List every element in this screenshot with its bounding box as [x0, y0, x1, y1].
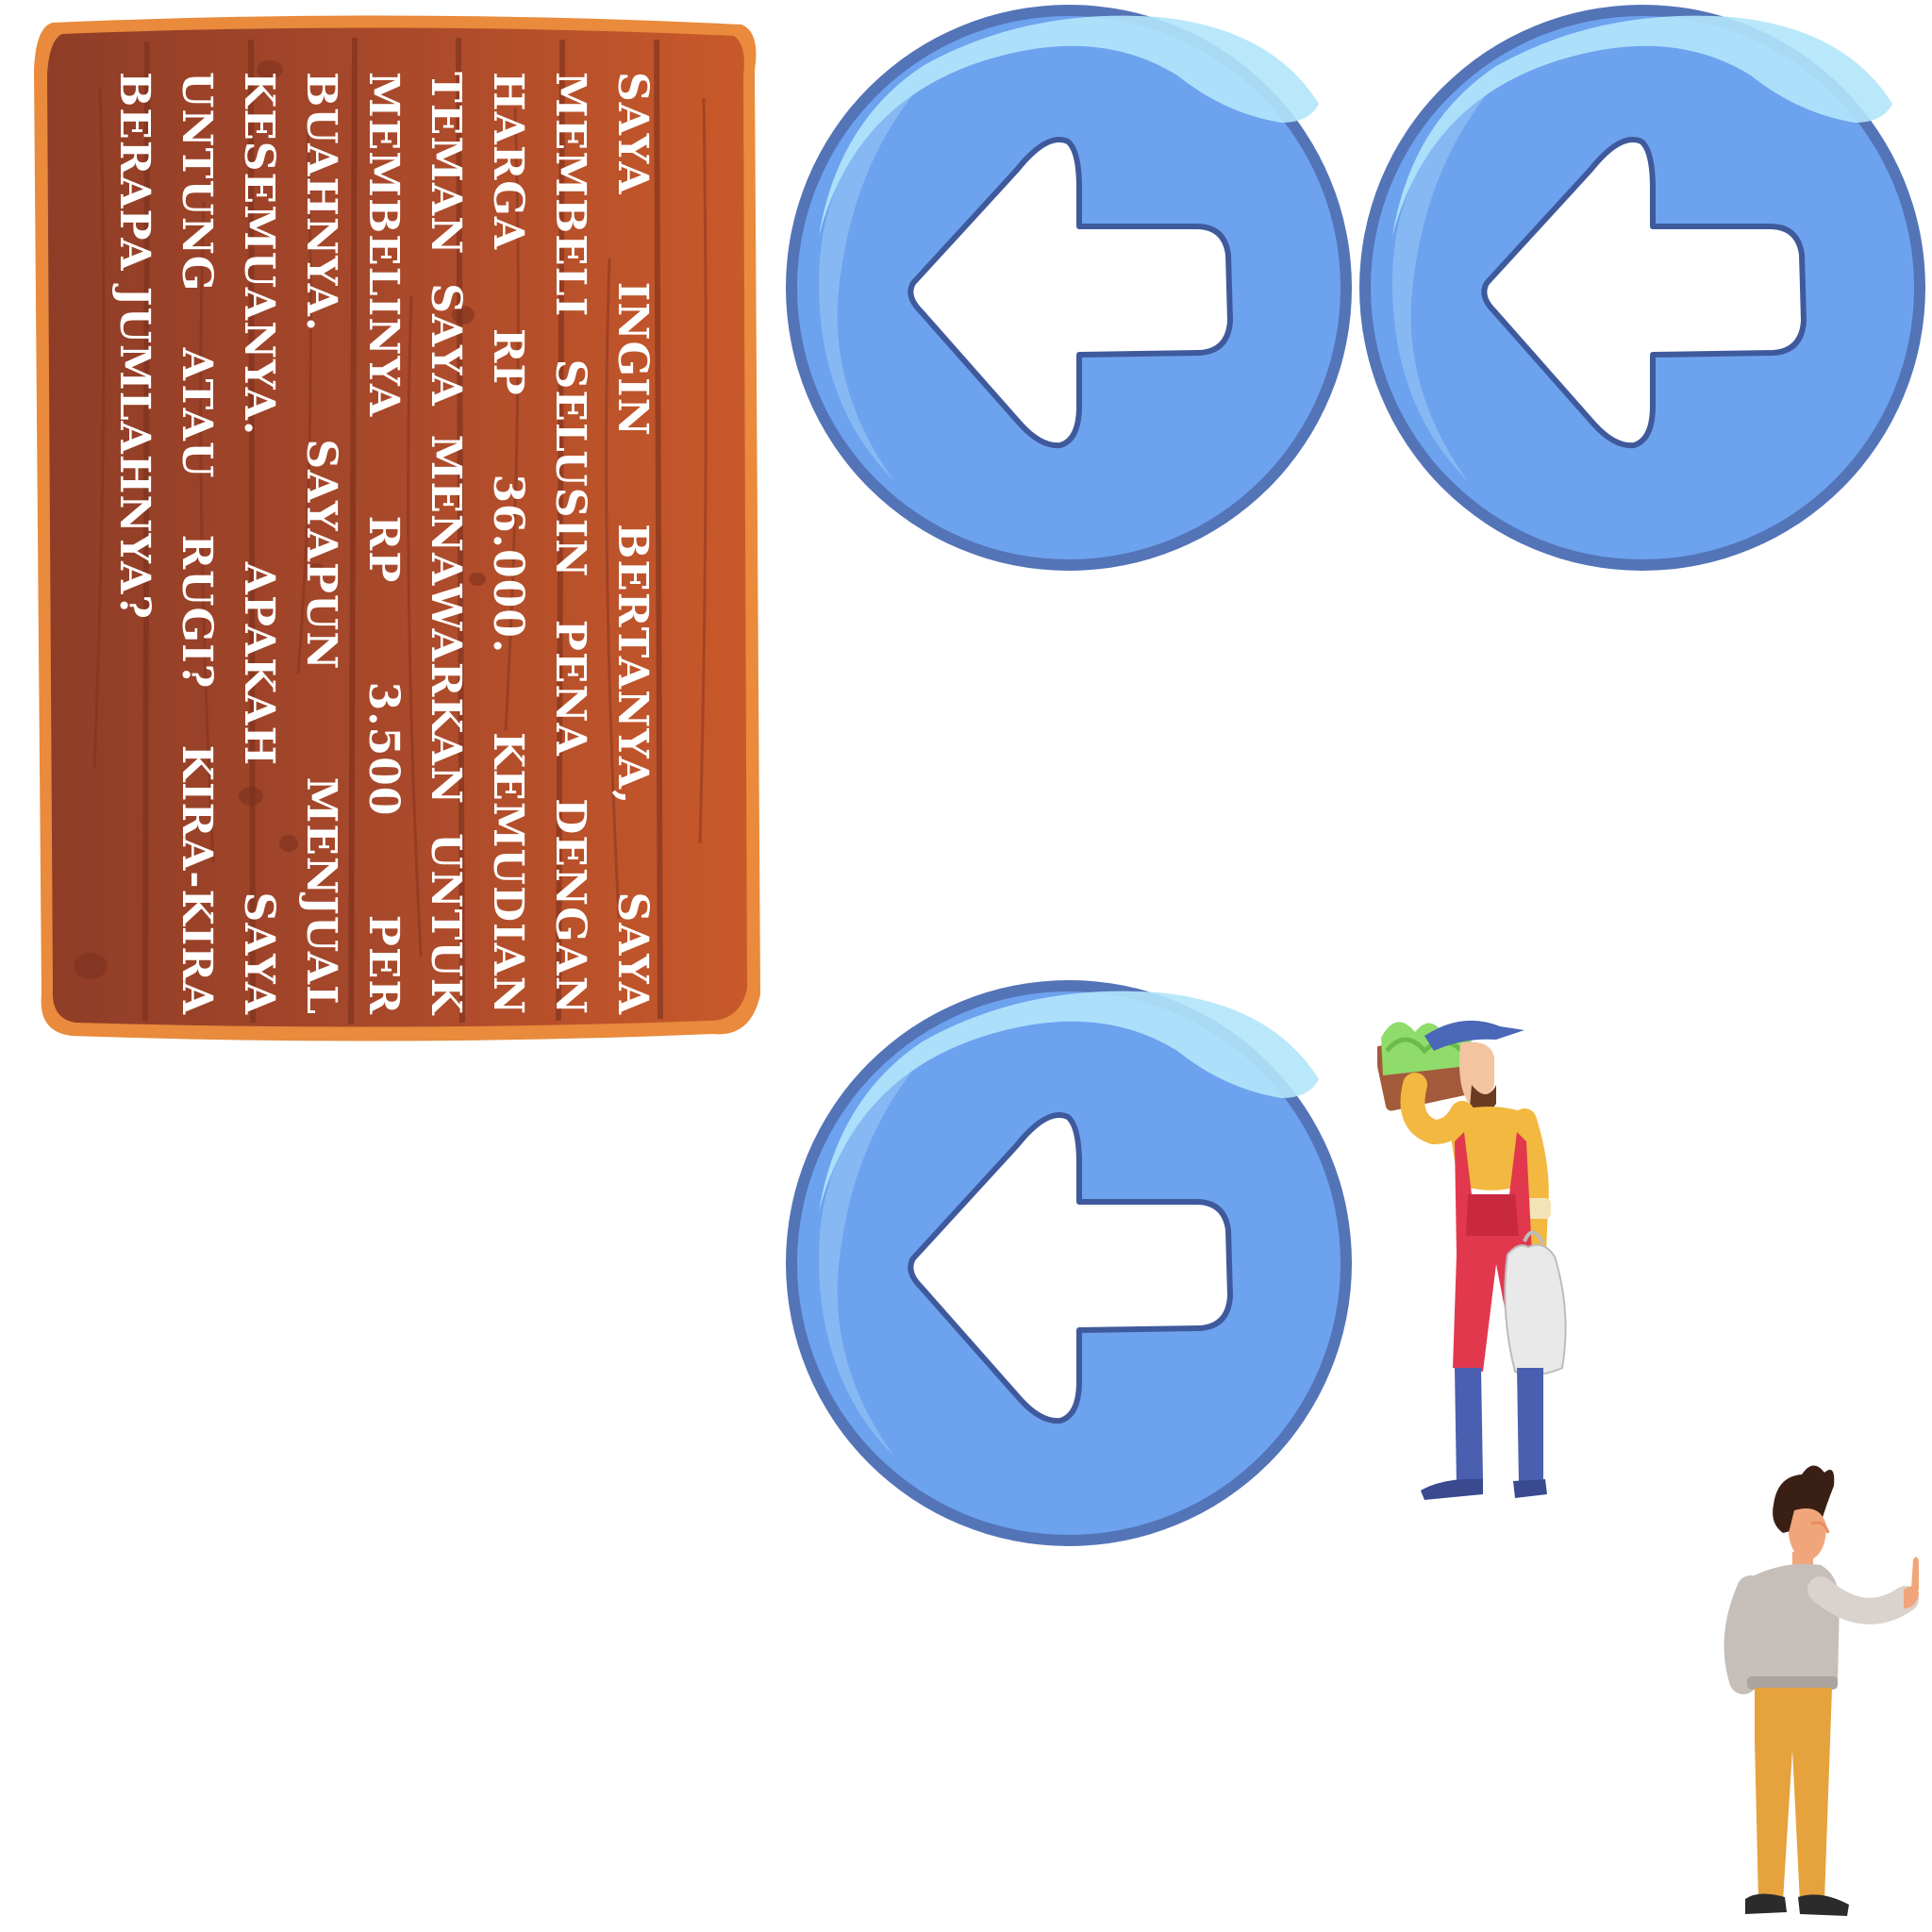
back-button-top-right[interactable] — [1355, 0, 1930, 575]
question-text: Saya ingin bertanya, saya membeli selusi… — [110, 72, 657, 1015]
back-button-bottom[interactable] — [781, 975, 1357, 1551]
farmer-illustration — [1377, 1020, 1567, 1500]
man-illustration — [1724, 1465, 1919, 1916]
arrow-left-icon — [786, 980, 1352, 1546]
arrow-left-icon — [1359, 5, 1925, 571]
man-pointing-character — [1689, 1457, 1932, 1929]
farmer-character — [1377, 1009, 1594, 1538]
back-button-top-left[interactable] — [781, 0, 1357, 575]
arrow-left-icon — [786, 5, 1352, 571]
sign-text-container: Saya ingin bertanya, saya membeli selusi… — [34, 13, 760, 1041]
wood-planks-graphic — [34, 15, 760, 1041]
question-sign-board: Saya ingin bertanya, saya membeli selusi… — [34, 13, 760, 1041]
